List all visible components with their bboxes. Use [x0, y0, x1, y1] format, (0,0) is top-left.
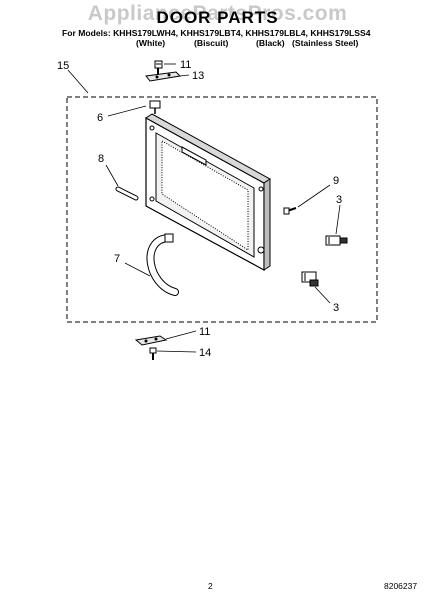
callout-door-seal: 8: [98, 153, 104, 165]
door-frame: [145, 113, 271, 272]
upper-latch-part: [325, 235, 348, 246]
callout-lower-latch: 3: [333, 302, 339, 314]
leader-lines: [67, 63, 341, 353]
door-seal-part: [115, 186, 139, 201]
callout-bottom-screw: 11: [199, 326, 210, 338]
choke-part: [146, 233, 179, 296]
variant-black: (Black): [256, 38, 285, 48]
bottom-screw-part: [149, 347, 157, 360]
callout-bottom-hinge: 14: [199, 347, 211, 359]
watermark: AppliancePartsPros.com: [87, 2, 348, 25]
lower-latch-part: [301, 271, 319, 287]
bottom-hinge-part: [134, 335, 168, 346]
callout-upper-latch: 3: [336, 194, 342, 206]
assembly-boundary: [66, 96, 378, 323]
page-number: 2: [208, 581, 213, 591]
callout-top-hinge: 13: [192, 70, 204, 82]
callout-choke: 7: [114, 253, 120, 265]
page-title: DOOR PARTS: [156, 8, 279, 27]
callout-side-screw: 9: [333, 175, 339, 187]
callouts: 11 13 15 6 8 9 3 7 3 11 14: [57, 59, 342, 359]
callout-door-plug: 6: [97, 112, 103, 124]
document-code: 8206237: [384, 581, 418, 591]
top-hinge-part: [145, 71, 182, 82]
variant-stainless-steel: (Stainless Steel): [292, 38, 359, 48]
side-screw-part: [283, 207, 297, 215]
callout-frame-assembly: 15: [57, 60, 69, 72]
door-plug-part: [149, 100, 161, 114]
models-line: For Models: KHHS179LWH4, KHHS179LBT4, KH…: [62, 28, 371, 38]
model-variants: (White) (Biscuit) (Black) (Stainless Ste…: [132, 38, 358, 50]
callout-top-screw: 11: [180, 59, 191, 71]
variant-white: (White): [136, 38, 166, 48]
variant-biscuit: (Biscuit): [194, 38, 229, 48]
